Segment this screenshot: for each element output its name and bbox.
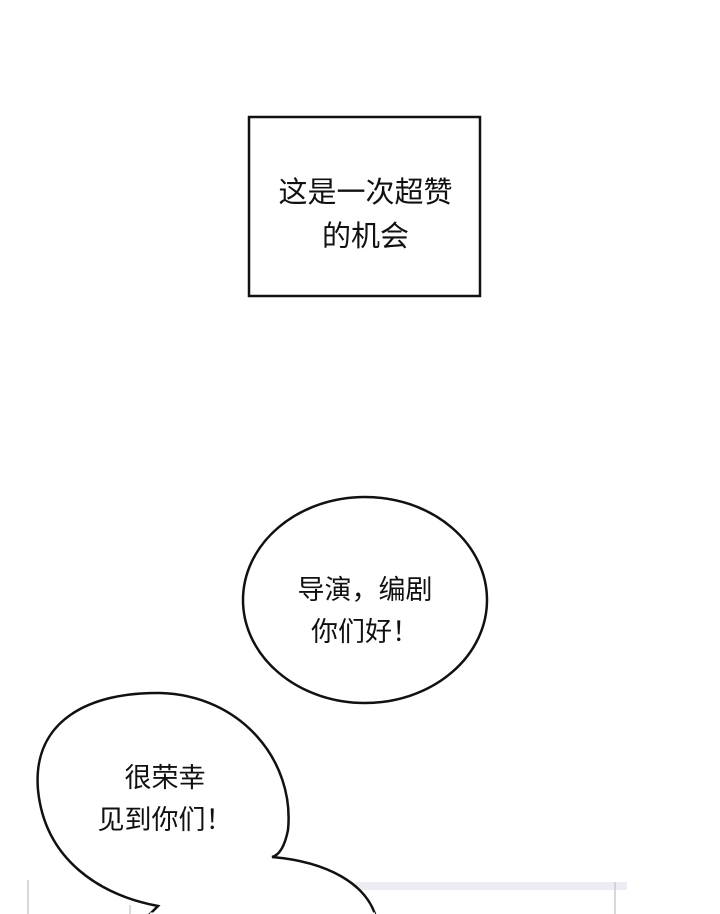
background-shelf (355, 882, 627, 890)
dialogue-line: 你们好！ (311, 617, 419, 648)
narration-line: 这是一次超赞 (278, 175, 453, 209)
speech-bubble-2 (36, 691, 377, 914)
narration-box (247, 115, 482, 298)
speech-bubble-1 (241, 495, 489, 705)
dialogue-line: 见到你们！ (97, 805, 233, 836)
dialogue-line: 导演，编剧 (297, 575, 433, 606)
narration-line: 的机会 (321, 219, 409, 253)
speech-bubble-1-text: 导演，编剧 你们好！ (245, 570, 485, 654)
dialogue-line: 很荣幸 (124, 763, 206, 794)
narration-text: 这是一次超赞 的机会 (249, 170, 482, 258)
speech-bubble-2-text: 很荣幸 见到你们！ (60, 758, 270, 842)
